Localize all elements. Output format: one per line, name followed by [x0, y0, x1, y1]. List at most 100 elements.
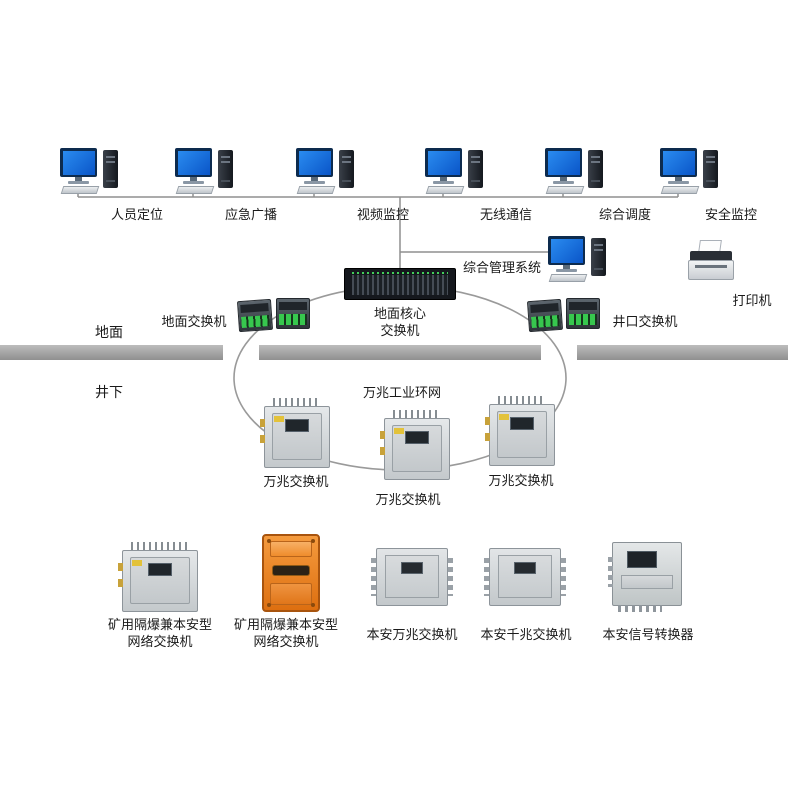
workstation-label: 视频监控: [356, 208, 410, 223]
wellhead-switch-group: [526, 298, 604, 333]
cable-gland: [260, 419, 265, 427]
workstation-label: 无线通信: [479, 208, 533, 223]
monitor-icon: [425, 148, 462, 177]
monitor-icon: [175, 148, 212, 177]
flameproof-network-switch-orange: [262, 534, 320, 612]
industrial-switch-icon: [276, 298, 310, 329]
display-window: [401, 562, 423, 574]
management-label: 综合管理系统: [462, 261, 542, 276]
bottom-device-label: 矿用隔爆兼本安型 网络交换机: [233, 618, 339, 650]
monitor-screen: [662, 150, 695, 175]
display-window: [627, 551, 657, 568]
monitor-stand: [311, 177, 318, 181]
bottom-device-label: 矿用隔爆兼本安型 网络交换机: [107, 618, 213, 650]
monitor-icon: [60, 148, 97, 177]
enclosure-top-panel: [270, 541, 312, 557]
bottom-connectors: [618, 605, 662, 612]
enclosure-body: [380, 418, 450, 480]
monitor-base: [556, 269, 577, 272]
ground-level-bar-middle: [259, 345, 541, 360]
monitor-icon: [548, 236, 585, 265]
ring-switch-label: 万兆交换机: [263, 475, 329, 490]
ring-switch-device: [260, 398, 330, 468]
enclosure-body: [485, 404, 555, 466]
bottom-device-label: 本安千兆交换机: [480, 628, 572, 643]
ring-network-label: 万兆工业环网: [362, 386, 442, 401]
monitor-screen: [298, 150, 331, 175]
monitor-stand: [190, 177, 197, 181]
keyboard-icon: [545, 186, 585, 194]
industrial-switch-icon: [236, 298, 274, 333]
signal-converter-device: [608, 542, 682, 612]
monitor-base: [183, 181, 204, 184]
printer-body: [688, 260, 734, 280]
workstation: [545, 148, 603, 196]
ground-switch-group: [236, 298, 314, 333]
label-tag: [274, 416, 284, 422]
terminal-pins: [498, 396, 546, 404]
computer-tower-icon: [218, 150, 233, 188]
workstation-label: 安全监控: [704, 208, 758, 223]
industrial-switch-icon: [566, 298, 600, 329]
ring-switch-device: [380, 410, 450, 480]
monitor-screen: [177, 150, 210, 175]
computer-tower-icon: [339, 150, 354, 188]
bolts: [267, 539, 271, 543]
terminal-pins: [393, 410, 441, 418]
flameproof-network-switch-gray: [118, 542, 198, 612]
computer-tower-icon: [588, 150, 603, 188]
terminal-rail: [621, 575, 673, 589]
led-row: [352, 272, 448, 274]
printer-label: 打印机: [732, 294, 772, 309]
is-10g-switch-device: [371, 548, 453, 606]
keyboard-icon: [660, 186, 700, 194]
ground-switch-label: 地面交换机: [161, 315, 227, 330]
workstation: [660, 148, 718, 196]
monitor-stand: [675, 177, 682, 181]
workstation-label: 综合调度: [598, 208, 652, 223]
ground-level-bar-right: [577, 345, 788, 360]
label-tag: [132, 560, 142, 566]
display-window: [148, 563, 172, 576]
bottom-device-label: 本安信号转换器: [602, 628, 694, 643]
monitor-screen: [547, 150, 580, 175]
enclosure-panel: [385, 555, 439, 598]
core-switch-label: 地面核心 交换机: [373, 307, 427, 339]
management-workstation: [548, 236, 606, 284]
display-window: [514, 562, 536, 574]
workstation: [425, 148, 483, 196]
ring-switch-label: 万兆交换机: [488, 474, 554, 489]
keyboard-icon: [425, 186, 465, 194]
underground-zone-label: 井下: [95, 385, 123, 401]
monitor-screen: [427, 150, 460, 175]
terminal-pins: [273, 398, 321, 406]
terminal-pins: [131, 542, 189, 550]
printer-device: [688, 240, 734, 292]
core-switch-device: [344, 268, 456, 300]
monitor-base: [433, 181, 454, 184]
monitor-icon: [660, 148, 697, 177]
printer-top: [690, 251, 732, 262]
computer-tower-icon: [703, 150, 718, 188]
computer-tower-icon: [468, 150, 483, 188]
monitor-base: [668, 181, 689, 184]
industrial-switch-icon: [526, 298, 564, 333]
workstation: [296, 148, 354, 196]
monitor-stand: [563, 265, 570, 269]
workstation: [60, 148, 118, 196]
ring-switch-label: 万兆交换机: [375, 493, 441, 508]
monitor-base: [304, 181, 325, 184]
keyboard-icon: [548, 274, 588, 282]
enclosure-bottom-panel: [270, 583, 312, 605]
monitor-stand: [560, 177, 567, 181]
cable-gland: [118, 563, 123, 571]
workstation-label: 应急广播: [224, 208, 278, 223]
monitor-stand: [75, 177, 82, 181]
display-window: [405, 431, 429, 444]
printer-tray: [695, 265, 727, 268]
monitor-screen: [550, 238, 583, 263]
workstation: [175, 148, 233, 196]
monitor-icon: [545, 148, 582, 177]
enclosure-body: [260, 406, 330, 468]
